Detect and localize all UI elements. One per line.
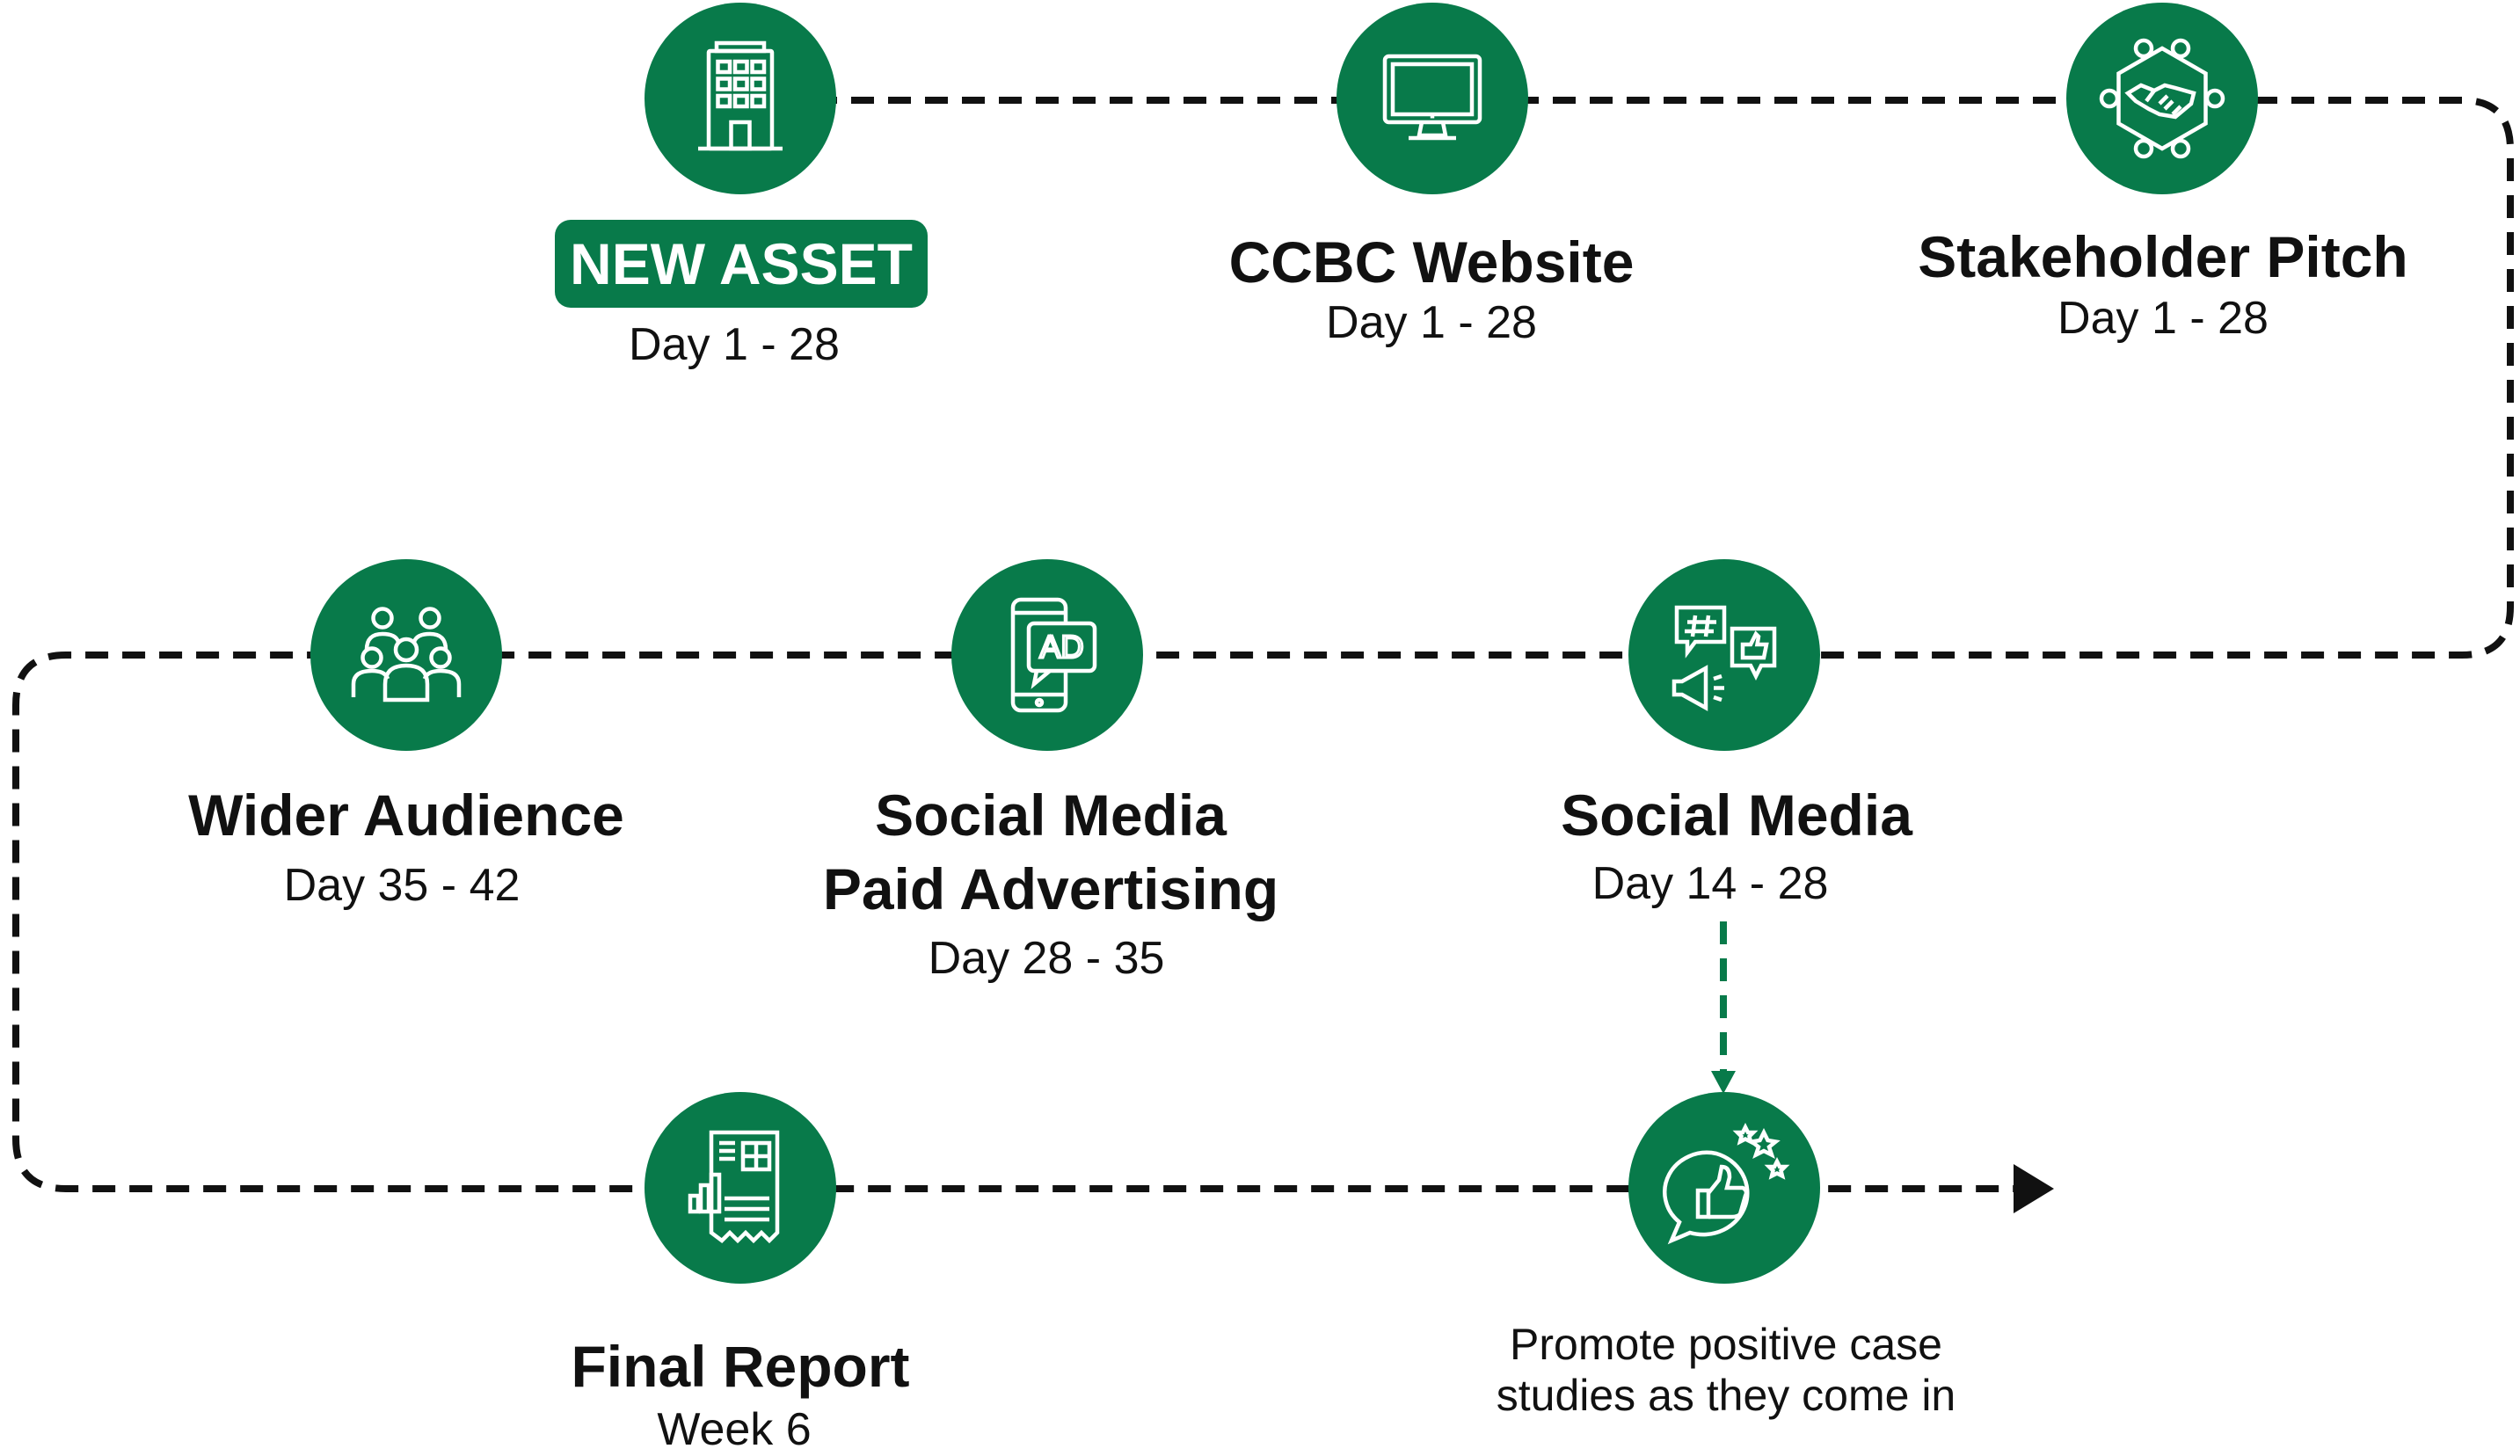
stakeholder-pitch-title: Stakeholder Pitch [1918,224,2408,289]
promote-note-line2: studies as they come in [1496,1371,1956,1420]
social-media-title: Social Media [1561,783,1912,848]
step-node-wider-audience [310,559,502,751]
paid-advertising-timing: Day 28 - 35 [928,933,1165,984]
step-node-social-media [1628,559,1820,751]
step-node-stakeholder-pitch [2066,3,2258,194]
handshake-network-icon [2099,38,2225,159]
wider-audience-title: Wider Audience [188,783,624,848]
ccbc-website-timing: Day 1 - 28 [1326,297,1537,348]
ccbc-website-title: CCBC Website [1228,229,1635,295]
ad-phone-icon: AD [1010,597,1097,713]
new-asset-timing: Day 1 - 28 [629,319,840,370]
paid-advertising-title-line2: Paid Advertising [822,856,1279,921]
green-arrowhead-icon [1711,1071,1736,1094]
paid-advertising-title-line1: Social Media [875,783,1227,848]
step-node-paid-advertising: AD [951,559,1143,751]
wider-audience-timing: Day 35 - 42 [283,860,521,911]
report-document-icon [688,1130,780,1244]
step-node-ccbc-website [1336,3,1528,194]
step-node-new-asset [645,3,836,194]
dashed-timeline-path [12,97,2514,1192]
arrowhead-icon [2014,1164,2054,1213]
step-node-final-report [645,1092,836,1284]
new-asset-badge: NEW ASSET [555,220,928,308]
social-media-timing: Day 14 - 28 [1591,858,1829,909]
step-node-promote-case-studies [1628,1092,1820,1284]
final-report-title: Final Report [571,1334,910,1399]
promote-note-line1: Promote positive case [1510,1320,1942,1369]
social-media-bubbles-icon [1672,605,1777,711]
thumbs-up-chat-icon [1663,1122,1790,1245]
final-report-timing: Week 6 [657,1404,812,1455]
audience-group-icon [351,607,462,703]
svg-text:AD: AD [1039,629,1083,665]
desktop-monitor-icon [1382,54,1482,141]
office-building-icon [698,40,783,151]
stakeholder-pitch-timing: Day 1 - 28 [2058,293,2269,344]
